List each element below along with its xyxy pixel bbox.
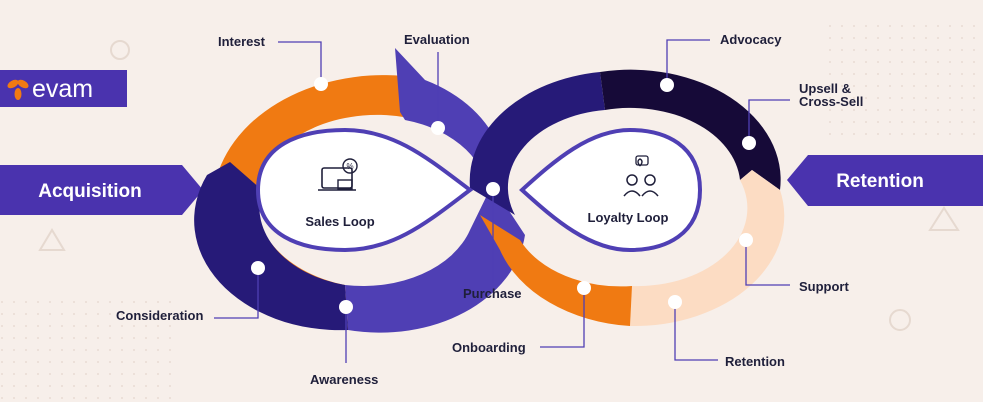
sales-loop-center: % Sales Loop bbox=[255, 127, 474, 253]
onboarding-label: Onboarding bbox=[452, 340, 526, 355]
marker-awareness bbox=[339, 300, 353, 314]
loyalty-loop-label: Loyalty Loop bbox=[588, 210, 669, 225]
marker-upsell bbox=[742, 136, 756, 150]
retention-label: Retention bbox=[725, 354, 785, 369]
marker-evaluation bbox=[431, 121, 445, 135]
marker-purchase bbox=[486, 182, 500, 196]
brand-name: evam bbox=[32, 75, 93, 103]
upsell-label-line2: Cross-Sell bbox=[799, 94, 863, 109]
sales-icon: % bbox=[318, 158, 358, 191]
acquisition-label: Acquisition bbox=[38, 181, 141, 202]
acquisition-banner: Acquisition bbox=[0, 165, 203, 215]
evam-mark-icon bbox=[7, 79, 29, 100]
interest-label: Interest bbox=[218, 34, 266, 49]
marker-retention bbox=[668, 295, 682, 309]
connectors bbox=[214, 39, 790, 363]
loyalty-icon bbox=[623, 155, 659, 197]
marker-interest bbox=[314, 77, 328, 91]
stage-markers bbox=[251, 77, 756, 314]
brand-logo: evam bbox=[0, 70, 127, 107]
stage-labels: Interest Evaluation Consideration Awaren… bbox=[116, 32, 863, 387]
marker-onboarding bbox=[577, 281, 591, 295]
purchase-label: Purchase bbox=[463, 286, 522, 301]
marker-advocacy bbox=[660, 78, 674, 92]
upsell-label-line1: Upsell & bbox=[799, 81, 851, 96]
svg-text:%: % bbox=[346, 162, 353, 171]
evaluation-label: Evaluation bbox=[404, 32, 470, 47]
marker-support bbox=[739, 233, 753, 247]
support-label: Support bbox=[799, 279, 849, 294]
sales-loop-label: Sales Loop bbox=[305, 214, 374, 229]
awareness-label: Awareness bbox=[310, 372, 378, 387]
marker-consideration bbox=[251, 261, 265, 275]
loyalty-loop-ring bbox=[469, 69, 785, 327]
retention-banner-label: Retention bbox=[836, 171, 924, 192]
consideration-label: Consideration bbox=[116, 308, 203, 323]
retention-banner: Retention bbox=[787, 155, 983, 206]
loyalty-loop-center: Loyalty Loop bbox=[519, 127, 703, 253]
advocacy-label: Advocacy bbox=[720, 32, 782, 47]
sales-loop-ring bbox=[194, 48, 525, 333]
